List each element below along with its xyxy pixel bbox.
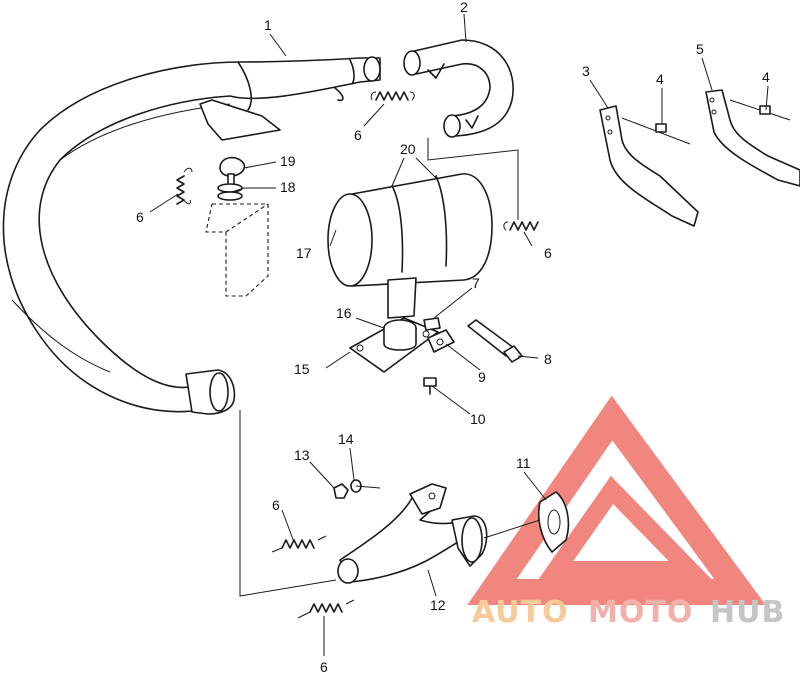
spring-6a — [370, 91, 415, 101]
callout-14: 14 — [338, 431, 354, 447]
callout-18: 18 — [280, 179, 296, 195]
callout-6c: 6 — [544, 245, 552, 261]
callout-1: 1 — [264, 17, 272, 33]
screw-10 — [423, 377, 437, 395]
expansion-pipe — [2, 56, 381, 415]
callouts: 1 2 3 4 4 5 6 6 6 6 6 7 8 9 10 11 12 13 … — [136, 0, 770, 673]
assembly-lines — [239, 138, 541, 597]
callout-11: 11 — [516, 455, 531, 471]
callout-2: 2 — [460, 0, 468, 15]
callout-8: 8 — [544, 351, 552, 367]
spring-6b — [176, 167, 193, 205]
bolt-8 — [467, 319, 523, 363]
callout-4a: 4 — [656, 71, 664, 87]
callout-19: 19 — [280, 153, 296, 169]
callout-17: 17 — [296, 245, 312, 261]
callout-12: 12 — [430, 597, 446, 613]
washers-18 — [217, 183, 243, 201]
bolt-4b — [729, 99, 791, 121]
muffler-17 — [327, 173, 493, 319]
callout-6d: 6 — [272, 497, 280, 513]
callout-5: 5 — [696, 41, 704, 57]
callout-10: 10 — [470, 411, 486, 427]
rubber-mount-19 — [219, 156, 246, 187]
watermark-moto: MOTO — [588, 595, 693, 630]
watermark-hub: HUB — [710, 595, 785, 630]
callout-6a: 6 — [354, 127, 362, 143]
muffler-strap-5 — [705, 89, 800, 187]
callout-15: 15 — [294, 361, 310, 377]
callout-20: 20 — [400, 141, 416, 157]
spring-6e — [297, 599, 355, 619]
callout-3: 3 — [582, 63, 590, 79]
leader-lines — [149, 13, 769, 656]
muffler-strap-3 — [599, 105, 699, 227]
y-pipe-12 — [337, 483, 488, 584]
callout-16: 16 — [336, 305, 352, 321]
callout-9: 9 — [478, 369, 486, 385]
watermark-auto: AUTO — [472, 595, 569, 630]
callout-6e: 6 — [320, 659, 328, 673]
callout-7: 7 — [472, 275, 480, 291]
callout-4b: 4 — [762, 69, 770, 85]
mount-bracket-outline — [205, 203, 269, 297]
callout-13: 13 — [294, 447, 310, 463]
watermark-logo: AUTO MOTO HUB — [467, 395, 785, 630]
spring-6d — [271, 535, 327, 553]
watermark-triangle-inner — [538, 475, 712, 579]
nut-13 — [333, 483, 349, 499]
gasket-16 — [383, 319, 417, 351]
u-pipe — [403, 39, 514, 138]
bolt-4a — [621, 117, 691, 145]
callout-6b: 6 — [136, 209, 144, 225]
clamp-9 — [427, 329, 455, 353]
washer-7 — [423, 317, 441, 331]
spring-6c — [503, 221, 539, 231]
